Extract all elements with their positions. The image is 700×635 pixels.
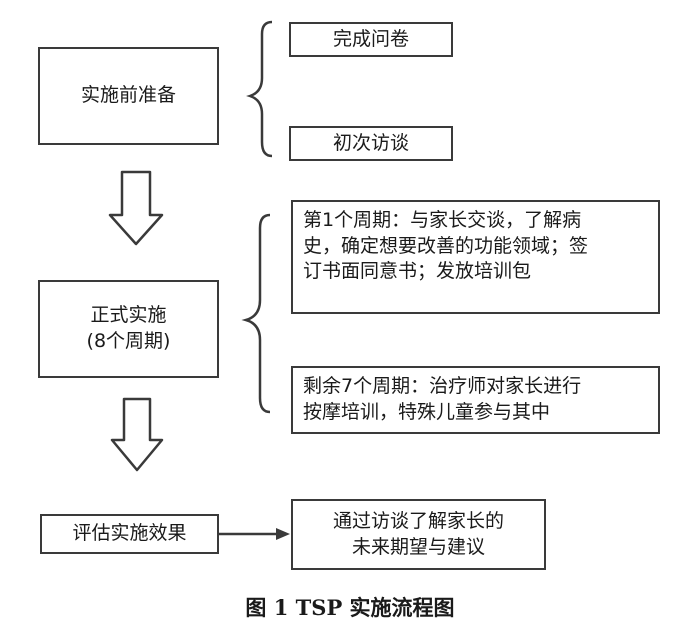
node-cycle1: 第1个周期：与家长交谈，了解病 史，确定想要改善的功能领域；签 订书面同意书；发… [291, 200, 660, 314]
node-feedback: 通过访谈了解家长的 未来期望与建议 [291, 499, 546, 570]
brace-formal [241, 213, 271, 414]
node-formal-line-2: (8个周期) [86, 330, 171, 352]
node-first-interview-label: 初次访谈 [332, 131, 409, 154]
down-arrow-1 [108, 170, 164, 246]
node-cycle1-line-1: 第1个周期：与家长交谈，了解病 [303, 209, 582, 231]
node-formal-line-1: 正式实施 [90, 304, 167, 327]
node-feedback-line-2: 未来期望与建议 [351, 535, 485, 558]
node-cycle-rest-line-1: 剩余7个周期：治疗师对家长进行 [303, 375, 582, 397]
brace-prep [246, 20, 273, 158]
node-questionnaire: 完成问卷 [289, 22, 453, 57]
node-prep-label: 实施前准备 [80, 84, 176, 107]
node-prep: 实施前准备 [38, 47, 219, 145]
node-evaluate-label: 评估实施效果 [72, 522, 187, 545]
node-evaluate: 评估实施效果 [40, 514, 219, 554]
node-cycle1-line-3: 订书面同意书；发放培训包 [303, 260, 532, 283]
node-cycle1-line-2: 史，确定想要改善的功能领域；签 [303, 234, 589, 257]
node-questionnaire-label: 完成问卷 [332, 27, 409, 50]
down-arrow-2 [110, 397, 164, 472]
node-feedback-line-1: 通过访谈了解家长的 [332, 509, 504, 532]
node-cycle-rest-line-2: 按摩培训，特殊儿童参与其中 [303, 400, 551, 423]
node-first-interview: 初次访谈 [289, 126, 453, 161]
node-cycle-rest: 剩余7个周期：治疗师对家长进行 按摩培训，特殊儿童参与其中 [291, 366, 660, 434]
arrow-evaluate-feedback-head [276, 528, 290, 540]
figure-caption: 图 1 TSP 实施流程图 [245, 595, 455, 620]
node-formal: 正式实施 (8个周期) [38, 280, 219, 378]
